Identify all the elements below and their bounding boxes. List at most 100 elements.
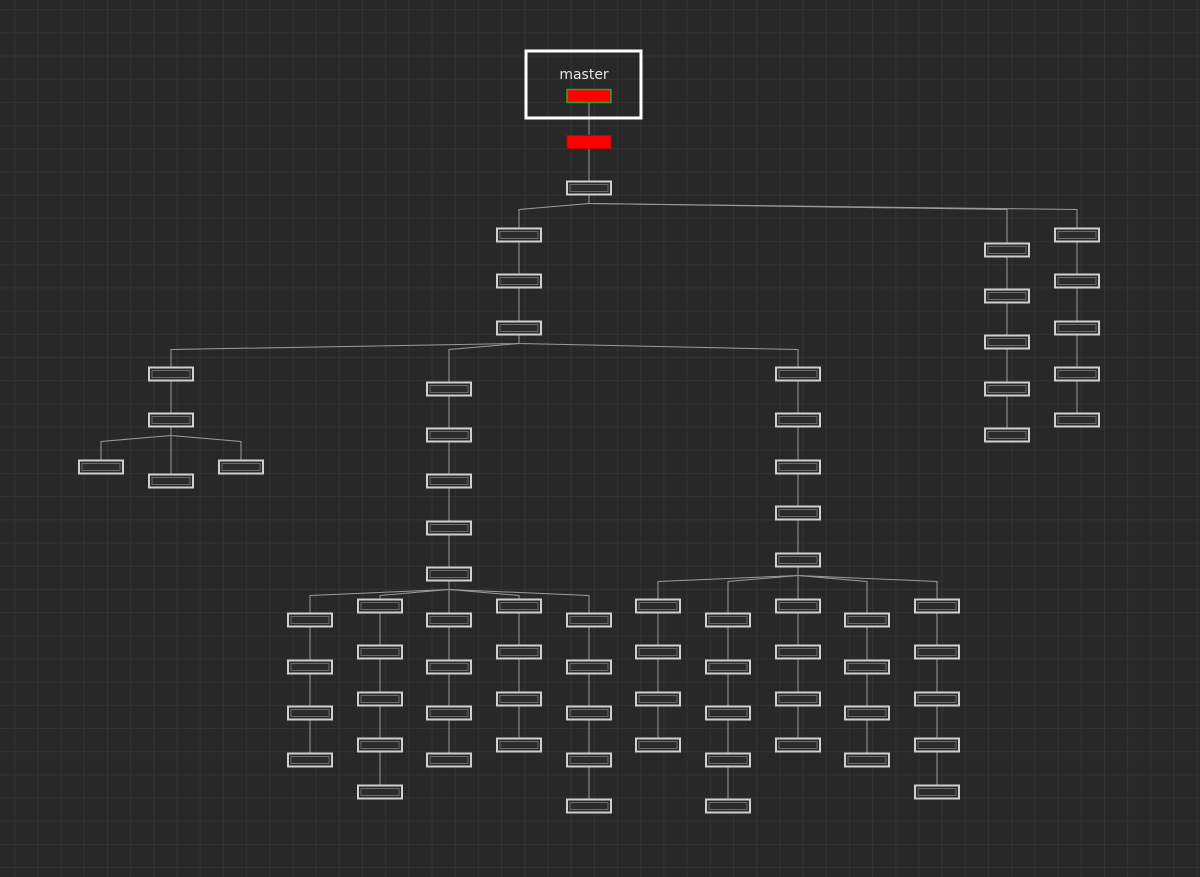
commit-node[interactable]	[984, 381, 1030, 397]
commit-node-inner	[778, 416, 818, 424]
commit-node[interactable]	[775, 552, 821, 568]
commit-edge	[797, 566, 938, 600]
commit-node[interactable]	[566, 180, 612, 196]
commit-node[interactable]	[496, 598, 542, 614]
commit-node[interactable]	[148, 412, 194, 428]
commit-node-inner	[290, 663, 330, 671]
commit-node[interactable]	[914, 644, 960, 660]
commit-node[interactable]	[357, 691, 403, 707]
commit-node-inner	[1057, 324, 1097, 332]
commit-node-inner	[708, 802, 748, 810]
commit-node[interactable]	[496, 227, 542, 243]
commit-node[interactable]	[357, 784, 403, 800]
commit-node[interactable]	[426, 705, 472, 721]
commit-node[interactable]	[496, 320, 542, 336]
commit-node[interactable]	[984, 334, 1030, 350]
commit-node-inner	[151, 477, 191, 485]
commit-node[interactable]	[844, 659, 890, 675]
commit-node[interactable]	[426, 520, 472, 536]
commit-node[interactable]	[775, 691, 821, 707]
commit-node-inner	[290, 756, 330, 764]
commit-edge	[170, 334, 520, 368]
commit-node[interactable]	[287, 705, 333, 721]
commit-node[interactable]	[775, 644, 821, 660]
commit-node-inner	[987, 385, 1027, 393]
commit-node-inner	[778, 648, 818, 656]
commit-node[interactable]	[705, 612, 751, 628]
commit-node[interactable]	[844, 612, 890, 628]
commit-node[interactable]	[635, 737, 681, 753]
commit-node[interactable]	[775, 459, 821, 475]
commit-node[interactable]	[148, 473, 194, 489]
commit-node[interactable]	[775, 737, 821, 753]
commit-node[interactable]	[148, 366, 194, 382]
commit-node[interactable]	[914, 737, 960, 753]
commit-node[interactable]	[426, 659, 472, 675]
commit-node[interactable]	[1054, 412, 1100, 428]
commit-node[interactable]	[426, 612, 472, 628]
commit-node-inner	[499, 602, 539, 610]
commit-node[interactable]	[984, 242, 1030, 258]
commit-node[interactable]	[705, 705, 751, 721]
commit-node-inner	[987, 338, 1027, 346]
commit-node[interactable]	[566, 798, 612, 814]
commit-node[interactable]	[426, 427, 472, 443]
commit-node-inner	[569, 756, 609, 764]
commit-node[interactable]	[1054, 366, 1100, 382]
commit-node[interactable]	[635, 691, 681, 707]
commit-node[interactable]	[844, 752, 890, 768]
commit-node[interactable]	[635, 598, 681, 614]
commit-node[interactable]	[1054, 320, 1100, 336]
commit-node[interactable]	[566, 612, 612, 628]
commit-edge	[518, 334, 799, 368]
commit-node[interactable]	[496, 691, 542, 707]
commit-node[interactable]	[496, 273, 542, 289]
commit-node[interactable]	[566, 705, 612, 721]
commit-node[interactable]	[705, 798, 751, 814]
commit-node-inner	[429, 756, 469, 764]
commit-node[interactable]	[496, 644, 542, 660]
commit-node-inner	[429, 385, 469, 393]
commit-node[interactable]	[775, 366, 821, 382]
commit-node-inner	[569, 709, 609, 717]
commit-node[interactable]	[287, 659, 333, 675]
commit-node[interactable]	[914, 691, 960, 707]
commit-node[interactable]	[357, 598, 403, 614]
commit-node[interactable]	[984, 288, 1030, 304]
commit-node[interactable]	[775, 412, 821, 428]
commit-node-head[interactable]	[566, 88, 612, 104]
commit-node[interactable]	[287, 612, 333, 628]
commit-node-inner	[499, 695, 539, 703]
commit-node[interactable]	[844, 705, 890, 721]
commit-node[interactable]	[287, 752, 333, 768]
commit-node[interactable]	[705, 752, 751, 768]
commit-node[interactable]	[426, 473, 472, 489]
commit-node-inner	[499, 277, 539, 285]
commit-node[interactable]	[78, 459, 124, 475]
commit-node[interactable]	[705, 659, 751, 675]
commit-node-inner	[360, 741, 400, 749]
commit-node[interactable]	[914, 598, 960, 614]
commit-node[interactable]	[1054, 227, 1100, 243]
commit-node[interactable]	[566, 752, 612, 768]
commit-node[interactable]	[914, 784, 960, 800]
commit-node-inner	[778, 463, 818, 471]
commit-node[interactable]	[984, 427, 1030, 443]
commit-node-highlighted[interactable]	[566, 135, 612, 149]
commit-node[interactable]	[426, 566, 472, 582]
commit-node[interactable]	[566, 659, 612, 675]
commit-node[interactable]	[775, 505, 821, 521]
commit-node[interactable]	[775, 598, 821, 614]
commit-node[interactable]	[426, 752, 472, 768]
commit-node-inner	[151, 416, 191, 424]
commit-node-inner	[429, 663, 469, 671]
commit-node[interactable]	[1054, 273, 1100, 289]
commit-node[interactable]	[426, 381, 472, 397]
commit-node[interactable]	[635, 644, 681, 660]
commit-node[interactable]	[357, 737, 403, 753]
commit-node[interactable]	[218, 459, 264, 475]
commit-node[interactable]	[357, 644, 403, 660]
commit-node[interactable]	[496, 737, 542, 753]
